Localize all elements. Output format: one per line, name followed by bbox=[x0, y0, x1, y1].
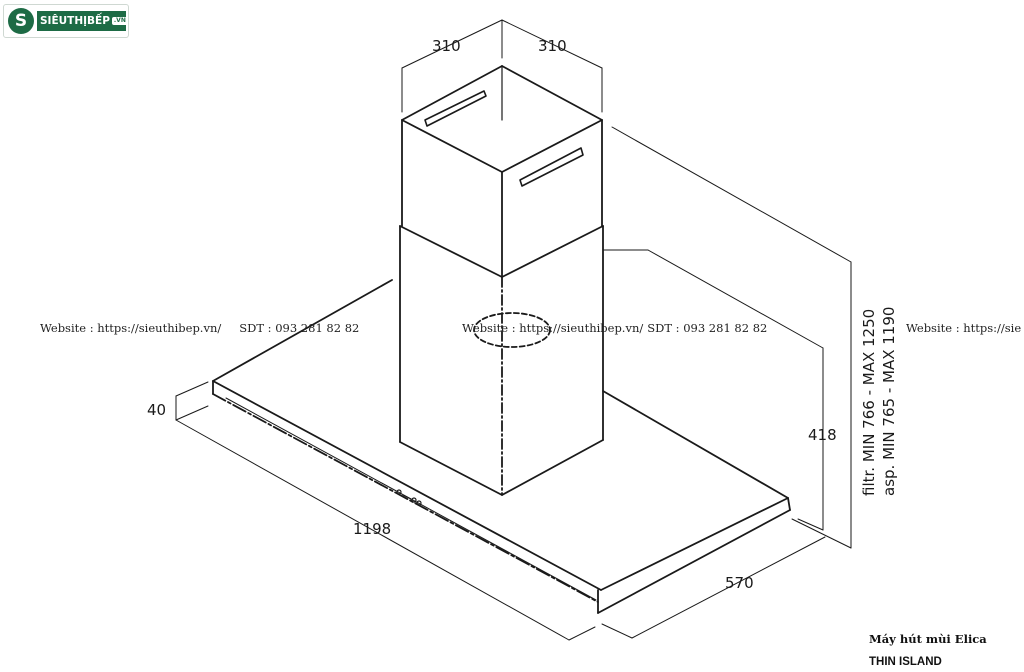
dimension-570: 570 bbox=[725, 574, 754, 592]
dimension-asp: asp. MIN 765 - MAX 1190 bbox=[880, 307, 898, 496]
watermark-website: Website : https://sieuthibep.vn/ bbox=[462, 321, 644, 335]
chimney-upper bbox=[401, 65, 603, 278]
watermark-2: Website : https://sieuthibep.vn/SDT : 09… bbox=[462, 321, 767, 335]
chimney-slots bbox=[424, 90, 584, 187]
dimension-1198: 1198 bbox=[353, 520, 391, 538]
logo-wordmark: SIÊUTHỊBẾP.VN bbox=[37, 11, 126, 31]
watermark-phone: SDT : 093 281 82 82 bbox=[239, 321, 360, 335]
dimension-40: 40 bbox=[147, 401, 166, 419]
canopy-plate bbox=[212, 279, 791, 614]
watermark-3: Website : https://sie bbox=[906, 321, 1021, 335]
watermark-website: Website : https://sieuthibep.vn/ bbox=[40, 321, 222, 335]
dimension-lines bbox=[175, 19, 852, 641]
dimension-310-right: 310 bbox=[538, 37, 567, 55]
dimension-filtr: filtr. MIN 766 - MAX 1250 bbox=[860, 309, 878, 496]
motor-outline bbox=[473, 312, 551, 348]
logo-mark-icon: S bbox=[8, 8, 34, 34]
site-logo[interactable]: S SIÊUTHỊBẾP.VN bbox=[3, 4, 129, 38]
dimension-310-left: 310 bbox=[432, 37, 461, 55]
model-caption: THIN ISLAND bbox=[869, 656, 942, 668]
logo-brand-text: SIÊUTHỊBẾP bbox=[40, 15, 110, 27]
watermark-website-cut: Website : https://sie bbox=[906, 321, 1022, 335]
dimension-418: 418 bbox=[808, 426, 837, 444]
chimney-lower bbox=[399, 225, 604, 496]
control-panel bbox=[396, 489, 422, 506]
product-caption: Máy hút mùi Elica bbox=[869, 632, 987, 646]
watermark-1: Website : https://sieuthibep.vn/SDT : 09… bbox=[40, 321, 359, 335]
watermark-phone: SDT : 093 281 82 82 bbox=[647, 321, 768, 335]
logo-tld-text: .VN bbox=[111, 17, 126, 25]
